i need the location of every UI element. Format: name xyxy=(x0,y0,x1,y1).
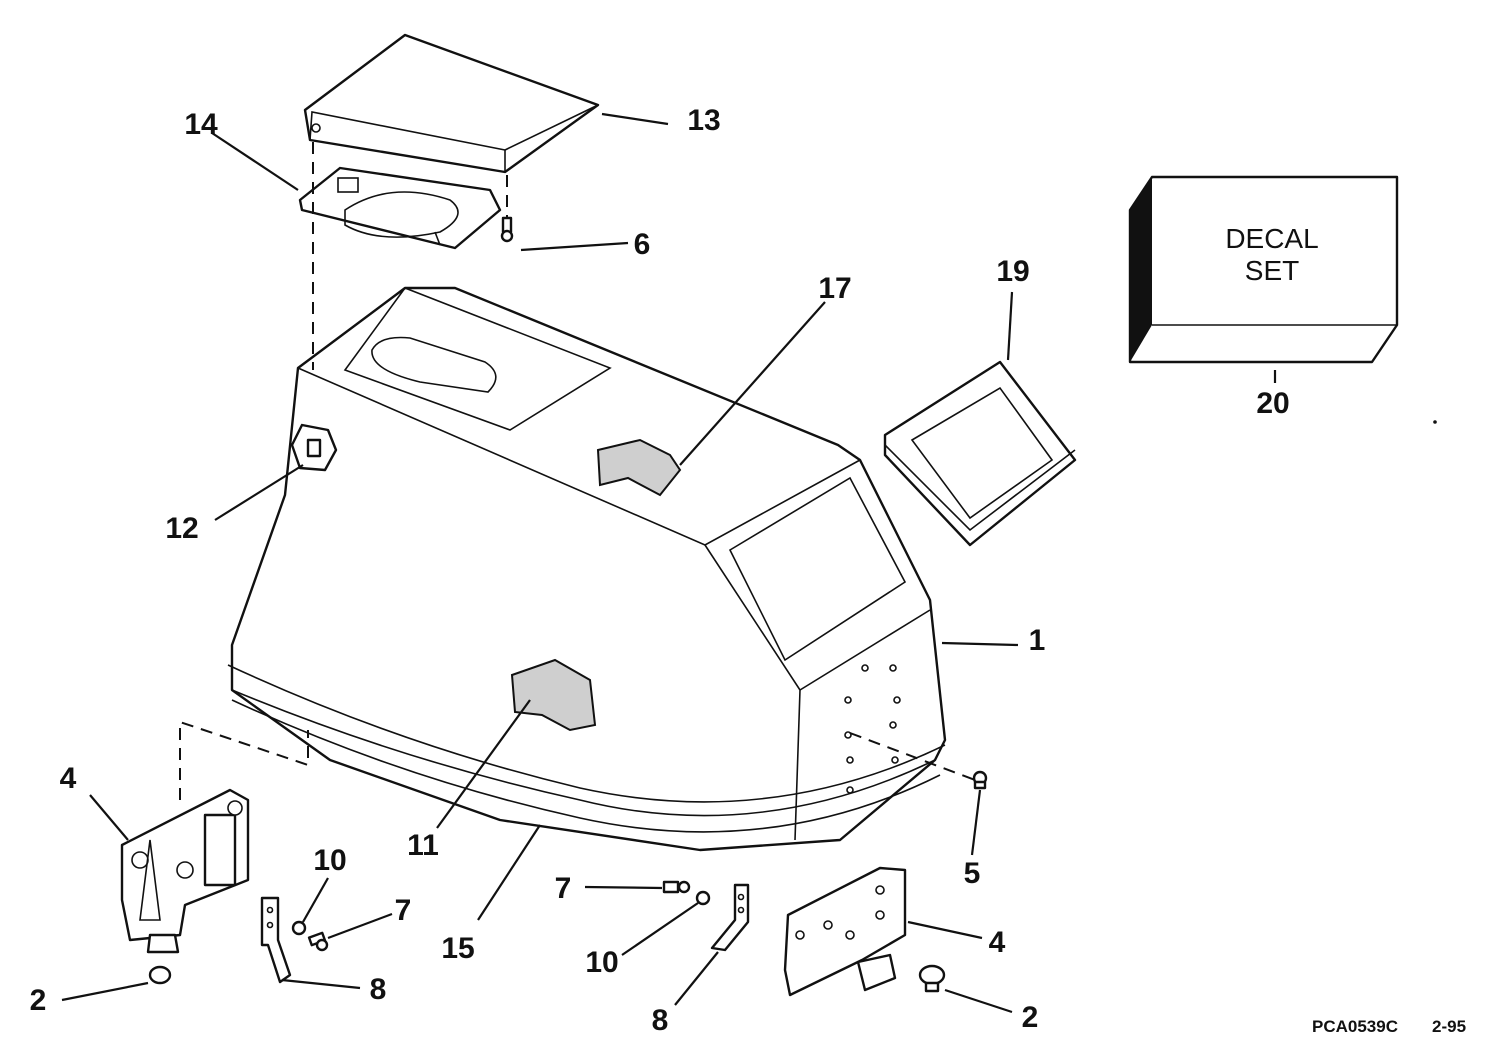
callout-8-left: 8 xyxy=(370,973,387,1006)
part-4-right-bracket xyxy=(783,866,907,997)
part-14-plate xyxy=(298,166,502,250)
part-19-window xyxy=(883,360,1077,547)
part-6-screw xyxy=(500,216,514,243)
callout-20: 20 xyxy=(1256,387,1289,420)
figure-date: 2-95 xyxy=(1432,1017,1466,1036)
part-8-right-clip xyxy=(710,883,750,952)
callout-12: 12 xyxy=(165,512,198,545)
callout-14: 14 xyxy=(184,108,218,141)
part-2-left-grommet xyxy=(146,933,180,985)
callout-19: 19 xyxy=(996,255,1029,288)
part-10-right-washer xyxy=(695,890,711,906)
part-5-screw xyxy=(972,770,988,790)
stray-dot xyxy=(1433,420,1437,424)
callout-13: 13 xyxy=(687,104,720,137)
part-7-right-screw xyxy=(662,880,691,894)
callout-7-left: 7 xyxy=(395,894,412,927)
part-4-left-bracket xyxy=(120,788,250,942)
callout-8-right: 8 xyxy=(652,1004,669,1037)
callout-11: 11 xyxy=(407,829,439,862)
callout-2-right: 2 xyxy=(1022,1001,1039,1034)
callout-5: 5 xyxy=(964,857,981,890)
part-8-left-clip xyxy=(260,896,292,984)
callout-17: 17 xyxy=(818,272,851,305)
callout-10-left: 10 xyxy=(313,844,346,877)
callout-1: 1 xyxy=(1029,624,1046,657)
part-2-right-grommet xyxy=(918,964,946,993)
leader-lines xyxy=(61,112,1277,1014)
callout-7-right: 7 xyxy=(555,872,572,905)
part-10-left-washer xyxy=(291,920,307,936)
part-17-foam xyxy=(596,438,682,497)
callout-15: 15 xyxy=(441,932,474,965)
callout-2-left: 2 xyxy=(30,984,47,1017)
decal-line-2: SET xyxy=(1245,255,1299,286)
callout-4-right: 4 xyxy=(989,926,1006,959)
part-7-left-screw xyxy=(307,931,329,952)
part-12-latch xyxy=(290,423,338,472)
alignment-line-4-left xyxy=(179,720,309,800)
figure-code: PCA0539C xyxy=(1312,1017,1398,1036)
part-13-top-cap xyxy=(303,33,600,174)
decal-line-1: DECAL xyxy=(1225,223,1318,254)
callout-6: 6 xyxy=(634,228,651,261)
part-11-foam xyxy=(510,658,597,732)
callout-4-left: 4 xyxy=(60,762,77,795)
part-1-cowl xyxy=(227,286,947,852)
callout-10-right: 10 xyxy=(585,946,618,979)
part-20-decal-box: DECAL SET xyxy=(1128,175,1399,364)
alignment-line-5 xyxy=(849,732,976,781)
